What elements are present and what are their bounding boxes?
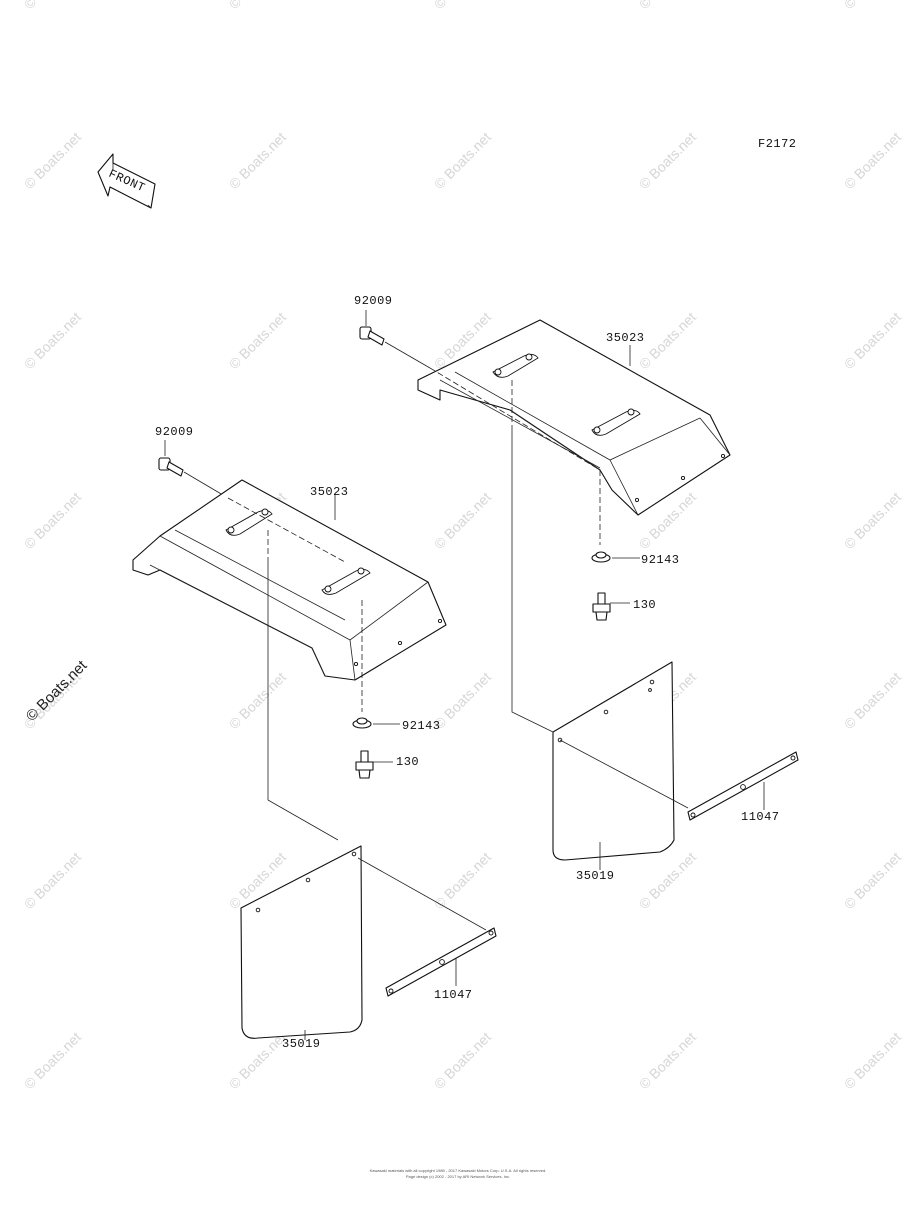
flap-35019-lower [240, 845, 363, 1039]
watermark-text: © Boats.net [21, 129, 84, 192]
front-arrow-icon: FRONT [97, 153, 156, 209]
watermark-text: © Boats.net [841, 849, 904, 912]
bracket-11047-lower [385, 927, 497, 997]
watermark-text: © Boats.net [636, 129, 699, 192]
watermark-text: © Boats.net [841, 669, 904, 732]
callout-washer-lower: 92143 [402, 719, 441, 733]
watermark-text: © Boats.net [841, 129, 904, 192]
callout-flap-upper: 35019 [576, 869, 615, 883]
watermark-text: © Boats.net [636, 849, 699, 912]
callout-screw-upper: 130 [633, 598, 656, 612]
callout-bolt-lower: 92009 [155, 425, 194, 439]
watermark-text: © Boats.net [226, 129, 289, 192]
flap-35019-upper [552, 661, 675, 861]
watermark-text: © Boats.net [636, 309, 699, 372]
footer-page-design: Page design (c) 2002 - 2017 by ARI Netwo… [406, 1174, 510, 1179]
watermark-text: © Boats.net [21, 849, 84, 912]
washer-92143-upper [591, 551, 611, 563]
watermark-text: © Boats.net [841, 309, 904, 372]
watermark-text: © Boats.net [841, 0, 904, 12]
watermark-text: © Boats.net [636, 1029, 699, 1092]
watermark-text: © Boats.net [21, 0, 84, 12]
watermark-text: © Boats.net [431, 129, 494, 192]
callout-bolt-upper: 92009 [354, 294, 393, 308]
callout-flap-lower: 35019 [282, 1037, 321, 1051]
bolt-92009-upper [359, 326, 385, 346]
watermark-text: © Boats.net [226, 0, 289, 12]
washer-92143-lower [352, 717, 372, 729]
watermark-text: © Boats.net [431, 489, 494, 552]
callout-washer-upper: 92143 [641, 553, 680, 567]
bracket-11047-upper [687, 751, 799, 821]
side-watermark: © Boats.net [23, 657, 91, 725]
watermark-text: © Boats.net [21, 489, 84, 552]
fender-35023-upper [417, 319, 731, 516]
fender-35023-lower [132, 479, 447, 681]
watermark-text: © Boats.net [431, 0, 494, 12]
callout-fender-lower: 35023 [310, 485, 349, 499]
callout-bracket-upper: 11047 [741, 810, 780, 824]
watermark-text: © Boats.net [21, 1029, 84, 1092]
watermark-text: © Boats.net [636, 0, 699, 12]
screw-130-lower [355, 750, 374, 779]
watermark-text: © Boats.net [431, 849, 494, 912]
callout-bracket-lower: 11047 [434, 988, 473, 1002]
callout-fender-upper: 35023 [606, 331, 645, 345]
watermark-text: © Boats.net [841, 1029, 904, 1092]
bolt-92009-lower [158, 457, 184, 477]
watermark-text: © Boats.net [431, 1029, 494, 1092]
watermark-text: © Boats.net [21, 309, 84, 372]
watermark-text: © Boats.net [226, 309, 289, 372]
lower-fender-assembly [132, 440, 497, 1040]
footer-copyright: Kawasaki materials with all copyright 19… [370, 1168, 547, 1173]
callout-screw-lower: 130 [396, 755, 419, 769]
figure-code: F2172 [758, 137, 797, 151]
screw-130-upper [592, 592, 611, 621]
watermark-text: © Boats.net [226, 669, 289, 732]
upper-fender-assembly [359, 310, 799, 870]
watermark-text: © Boats.net [841, 489, 904, 552]
